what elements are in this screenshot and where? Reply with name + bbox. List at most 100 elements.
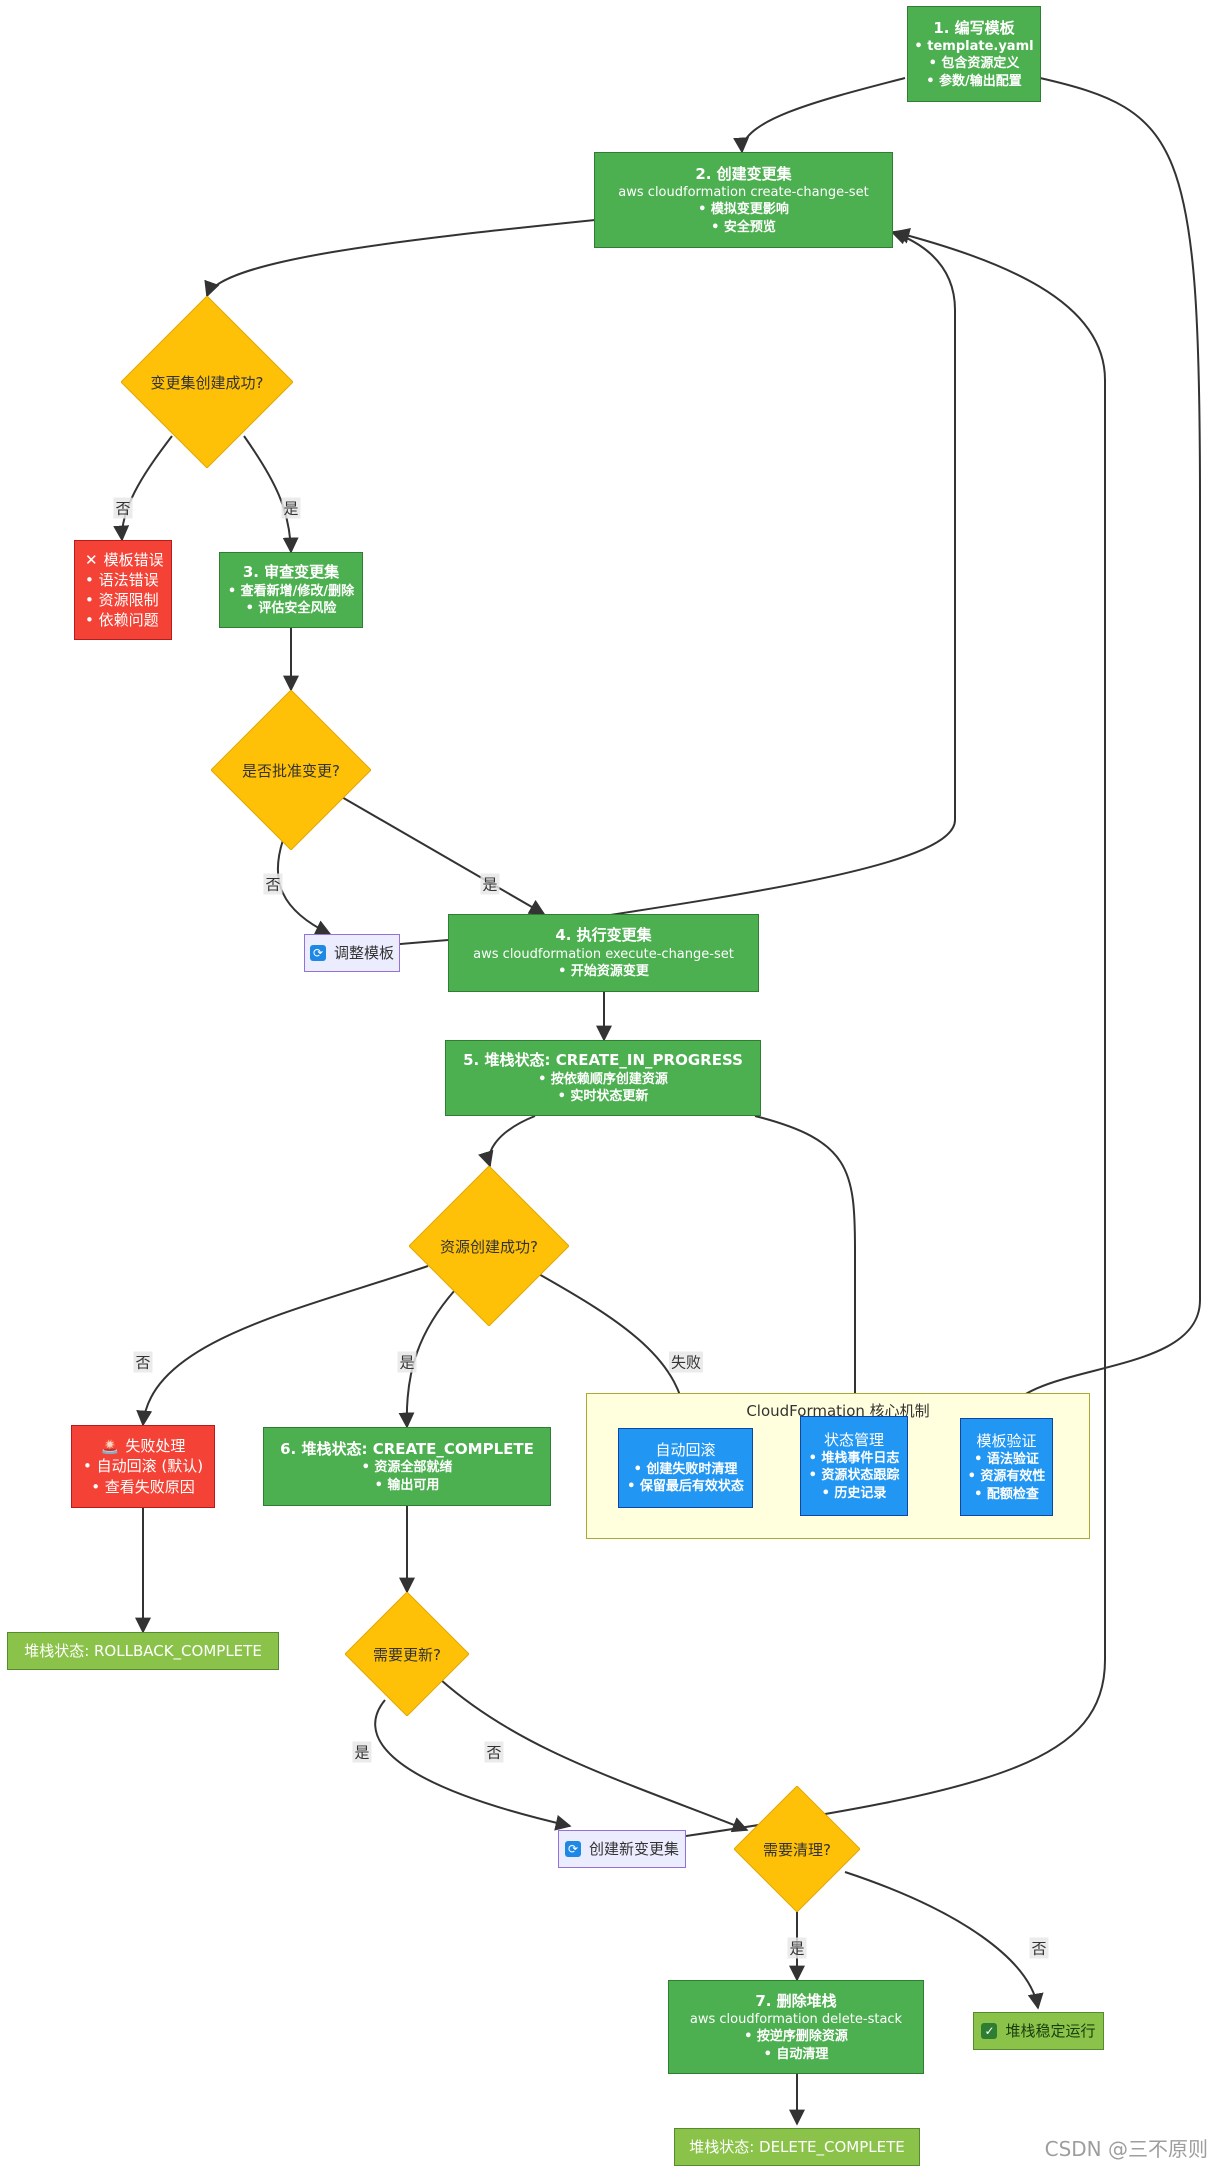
edge-d4-d5	[440, 1679, 749, 1833]
node-title: 🚨失败处理	[100, 1437, 186, 1456]
edge-label-no: 否	[113, 497, 133, 519]
state-management-node[interactable]: 状态管理 • 堆栈事件日志 • 资源状态跟踪 • 历史记录	[800, 1416, 908, 1516]
node-line: • 堆栈事件日志	[808, 1450, 900, 1466]
edge-n1-validate	[1000, 77, 1201, 1420]
node-title: 堆栈稳定运行	[1005, 2021, 1096, 2040]
node-line: • 包含资源定义	[928, 56, 1020, 72]
node-command: aws cloudformation create-change-set	[618, 184, 869, 200]
node-command: aws cloudformation execute-change-set	[473, 946, 734, 962]
node-line: • 实时状态更新	[557, 1089, 649, 1105]
decision-need-cleanup[interactable]: 需要清理?	[734, 1786, 860, 1912]
node-title: 2. 创建变更集	[695, 164, 792, 183]
decision-text: 是否批准变更?	[242, 761, 340, 780]
edge-d2-n4	[339, 795, 546, 915]
node-title: ✕模板错误	[85, 550, 164, 569]
edge-d5-n2	[685, 227, 1106, 1837]
node-line: • 模拟变更影响	[698, 202, 789, 218]
node-line: • 评估安全风险	[245, 601, 337, 617]
node-title: 自动回滚	[655, 1441, 716, 1460]
node-title: 堆栈状态: DELETE_COMPLETE	[689, 2137, 905, 2156]
node-line: • 输出可用	[374, 1477, 440, 1493]
adjust-template-node[interactable]: ⟳ 调整模板	[304, 934, 400, 972]
node-line: • 创建失败时清理	[633, 1461, 738, 1477]
node-title: 堆栈状态: ROLLBACK_COMPLETE	[24, 1641, 262, 1660]
edge-label-failed: 失败	[668, 1351, 704, 1373]
step4-execute-change-set[interactable]: 4. 执行变更集 aws cloudformation execute-chan…	[448, 914, 759, 992]
decision-need-update[interactable]: 需要更新?	[345, 1592, 469, 1716]
edge-label-no: 否	[484, 1741, 504, 1763]
decision-change-set-created[interactable]: 变更集创建成功?	[121, 296, 293, 468]
node-line: • 自动清理	[763, 2046, 829, 2062]
node-title: 状态管理	[823, 1430, 884, 1449]
node-line: • 开始资源变更	[558, 964, 649, 980]
edge-d1-n3	[243, 435, 299, 554]
decision-text: 需要清理?	[763, 1840, 831, 1859]
node-title: 1. 编写模板	[933, 18, 1015, 37]
node-title: 模板验证	[976, 1431, 1037, 1450]
edge-d4-newcs	[374, 1699, 572, 1831]
step2-create-change-set[interactable]: 2. 创建变更集 aws cloudformation create-chang…	[594, 152, 893, 248]
node-line: • 参数/输出配置	[926, 73, 1022, 89]
create-new-change-set-node[interactable]: ⟳ 创建新变更集	[558, 1830, 686, 1868]
edge-label-yes: 是	[480, 873, 500, 895]
node-title: 调整模板	[333, 943, 394, 962]
rollback-complete-node[interactable]: 堆栈状态: ROLLBACK_COMPLETE	[7, 1632, 279, 1670]
step3-review-change-set[interactable]: 3. 审查变更集 • 查看新增/修改/删除 • 评估安全风险	[219, 552, 363, 628]
edge-n5-state	[754, 1115, 863, 1418]
edge-label-no: 否	[263, 873, 283, 895]
refresh-icon: ⟳	[564, 1841, 581, 1857]
edge-d3-fail	[136, 1265, 429, 1427]
node-line: • 安全预览	[711, 219, 776, 235]
edge-n1-n2	[733, 77, 906, 154]
node-line: • 自动回滚 (默认)	[82, 1457, 204, 1476]
step7-delete-stack[interactable]: 7. 删除堆栈 aws cloudformation delete-stack …	[668, 1980, 924, 2074]
node-line: • 依赖问题	[85, 611, 159, 630]
edge-d3-n6	[398, 1289, 456, 1429]
edge-label-no: 否	[1029, 1937, 1049, 1959]
decision-text: 需要更新?	[373, 1645, 441, 1664]
edge-n5-d3	[478, 1115, 536, 1168]
template-error-node[interactable]: ✕模板错误 • 语法错误 • 资源限制 • 依赖问题	[74, 540, 172, 640]
failure-handling-node[interactable]: 🚨失败处理 • 自动回滚 (默认) • 查看失败原因	[71, 1425, 215, 1508]
node-title: 4. 执行变更集	[555, 926, 652, 945]
edge-label-no: 否	[133, 1351, 153, 1373]
node-line: • 按依赖顺序创建资源	[538, 1071, 668, 1087]
node-line: • template.yaml	[914, 38, 1034, 54]
decision-text: 变更集创建成功?	[150, 373, 264, 392]
node-line: • 资源状态跟踪	[808, 1468, 900, 1484]
step5-create-in-progress[interactable]: 5. 堆栈状态: CREATE_IN_PROGRESS • 按依赖顺序创建资源 …	[445, 1040, 761, 1116]
edge-adjust-n2	[329, 229, 956, 951]
node-line: • 保留最后有效状态	[627, 1479, 744, 1495]
edge-label-yes: 是	[397, 1351, 417, 1373]
checkmark-icon: ✓	[981, 2023, 998, 2039]
cluster-title: CloudFormation 核心机制	[746, 1402, 930, 1420]
stack-stable-node[interactable]: ✓ 堆栈稳定运行	[973, 2012, 1104, 2050]
step1-write-template[interactable]: 1. 编写模板 • template.yaml • 包含资源定义 • 参数/输出…	[907, 6, 1041, 102]
node-line: • 查看新增/修改/删除	[227, 583, 355, 599]
node-line: • 语法错误	[85, 570, 159, 589]
watermark: CSDN @三不原则	[1044, 2137, 1208, 2161]
edge-label-yes: 是	[281, 497, 301, 519]
node-line: • 查看失败原因	[91, 1477, 195, 1496]
alarm-icon: 🚨	[100, 1437, 120, 1456]
edge-d5-stable	[844, 1871, 1044, 2010]
auto-rollback-node[interactable]: 自动回滚 • 创建失败时清理 • 保留最后有效状态	[618, 1428, 753, 1508]
decision-resource-created[interactable]: 资源创建成功?	[409, 1166, 569, 1326]
node-line: • 历史记录	[821, 1485, 887, 1501]
node-line: • 按逆序删除资源	[744, 2029, 848, 2045]
node-title: 创建新变更集	[588, 1839, 679, 1858]
node-line: • 语法验证	[974, 1451, 1039, 1467]
step6-create-complete[interactable]: 6. 堆栈状态: CREATE_COMPLETE • 资源全部就绪 • 输出可用	[263, 1427, 551, 1506]
delete-complete-node[interactable]: 堆栈状态: DELETE_COMPLETE	[674, 2128, 920, 2166]
decision-approve-change[interactable]: 是否批准变更?	[211, 690, 371, 850]
node-title: 6. 堆栈状态: CREATE_COMPLETE	[280, 1439, 534, 1458]
node-line: • 资源限制	[85, 591, 159, 609]
template-validation-node[interactable]: 模板验证 • 语法验证 • 资源有效性 • 配额检查	[960, 1418, 1053, 1516]
node-line: • 资源有效性	[967, 1469, 1046, 1485]
edge-n2-d1	[204, 219, 596, 298]
node-command: aws cloudformation delete-stack	[689, 2011, 903, 2027]
edge-d1-err	[113, 435, 173, 542]
refresh-icon: ⟳	[309, 945, 326, 961]
edge-d2-adjust	[276, 839, 332, 935]
